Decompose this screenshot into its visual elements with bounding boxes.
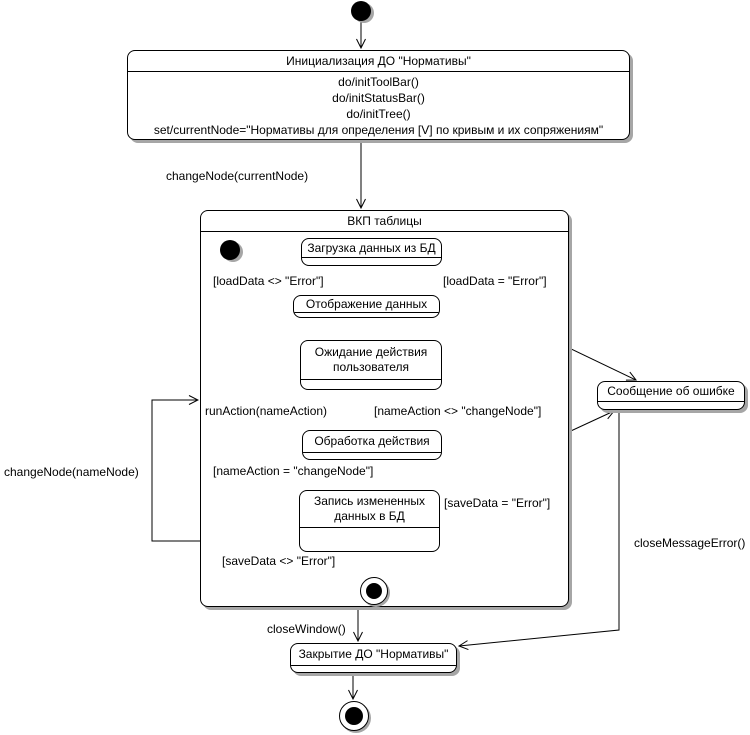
state-title: Загрузка данных из БД [302,239,441,258]
state-process-action: Обработка действия [302,430,442,460]
state-error-message: Сообщение об ошибке [597,381,745,410]
composite-final-state-icon [360,577,388,605]
transition-label-close-window: closeWindow() [267,622,346,636]
state-title: Сообщение об ошибке [598,382,744,402]
transition-label-run-action: runAction(nameAction) [205,404,328,418]
transition-label-name-action-eq: [nameAction = "changeNode"] [213,464,374,478]
state-title: ВКП таблицы [201,211,568,232]
transition-label-load-ok: [loadData <> "Error"] [213,274,324,288]
state-actions: do/initToolBar() do/initStatusBar() do/i… [128,72,629,138]
state-title: Запись измененных данных в БД [300,491,439,528]
state-title: Обработка действия [303,431,441,453]
transition-label-load-error: [loadData = "Error"] [443,274,547,288]
transition-label-name-action-neq: [nameAction <> "changeNode"] [374,404,542,418]
final-state-icon [339,701,369,731]
transition-label-change-node-current: changeNode(currentNode) [166,169,309,183]
transition-label-save-ok: [saveData <> "Error"] [222,554,336,568]
initial-state-icon [351,1,371,21]
transition-label-close-message-error: closeMessageError() [634,536,746,550]
transition-label-save-error: [saveData = "Error"] [444,496,551,510]
state-title: Отображение данных [294,296,439,313]
composite-initial-state-icon [220,240,240,260]
state-init: Инициализация ДО "Нормативы" do/initTool… [127,50,630,140]
state-action-line: do/initTree() [346,107,411,121]
transition-label-change-node-name: changeNode(nameNode) [4,465,139,479]
state-title: Закрытие ДО "Нормативы" [291,644,456,666]
state-close: Закрытие ДО "Нормативы" [290,643,457,673]
state-action-line: do/initToolBar() [338,75,419,89]
state-action-line: set/currentNode="Нормативы для определен… [153,123,604,137]
state-title: Ожидание действия пользователя [301,341,441,380]
state-display-data: Отображение данных [293,295,440,318]
state-title: Инициализация ДО "Нормативы" [128,51,629,72]
state-save-data: Запись измененных данных в БД [299,490,440,552]
state-load-data: Загрузка данных из БД [301,238,442,266]
state-wait-user-action: Ожидание действия пользователя [300,340,442,390]
state-action-line: do/initStatusBar() [332,91,425,105]
